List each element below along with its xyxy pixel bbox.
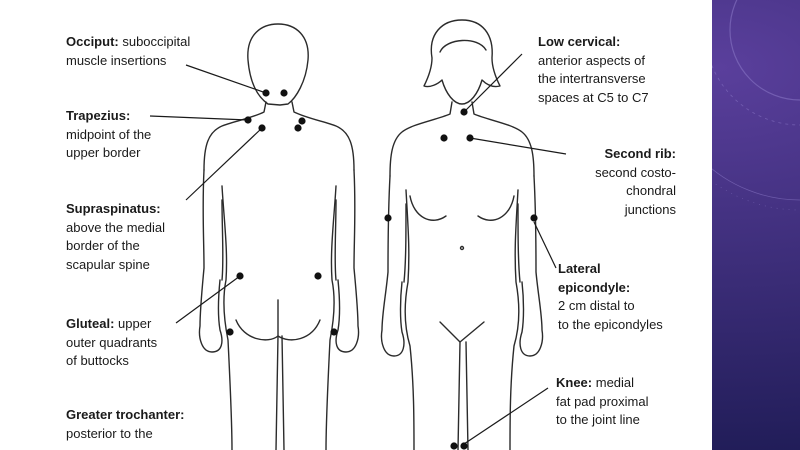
label-occiput-term: Occiput: xyxy=(66,34,119,49)
label-second-rib: Second rib: second costo- chondral junct… xyxy=(566,145,676,219)
tender-point-marker xyxy=(280,89,288,97)
label-low-cervical: Low cervical: anterior aspects of the in… xyxy=(538,33,649,107)
occiput-leader xyxy=(185,64,267,94)
front-view-body-outline xyxy=(380,19,544,450)
label-knee-term: Knee: xyxy=(556,375,593,390)
tender-point-marker xyxy=(440,134,448,142)
tender-point-marker xyxy=(262,89,270,97)
tender-points-figure xyxy=(149,19,567,450)
tender-point-marker xyxy=(298,117,306,125)
knee-leader xyxy=(463,387,549,445)
label-gluteal: Gluteal: upper outer quadrants of buttoc… xyxy=(66,315,157,371)
label-supraspinatus-term: Supraspinatus: xyxy=(66,201,161,216)
label-knee-desc: medial fat pad proximal to the joint lin… xyxy=(556,375,649,427)
tender-point-marker xyxy=(294,124,302,132)
label-trochanter-desc: posterior to the xyxy=(66,425,153,441)
label-lateral-epicondyle-desc: 2 cm distal to to the epicondyles xyxy=(558,298,663,332)
label-knee: Knee: medial fat pad proximal to the joi… xyxy=(556,374,649,430)
tender-point-marker xyxy=(226,328,234,336)
tender-point-dots xyxy=(226,89,538,450)
tender-point-marker xyxy=(258,124,266,132)
lateral-epicondyle-leader xyxy=(533,221,557,269)
label-lateral-epicondyle: Lateral epicondyle: 2 cm distal to to th… xyxy=(558,260,663,334)
label-occiput: Occiput: suboccipital muscle insertions xyxy=(66,33,190,70)
second-rib-leader xyxy=(469,137,567,155)
back-view-body-outline xyxy=(198,23,360,450)
label-greater-trochanter: Greater trochanter: posterior to the xyxy=(66,406,184,443)
tender-point-marker xyxy=(384,214,392,222)
tender-point-marker xyxy=(330,328,338,336)
label-low-cervical-term: Low cervical: xyxy=(538,34,621,49)
tender-point-marker xyxy=(244,116,252,124)
tender-point-marker xyxy=(460,442,468,450)
trapezius-leader xyxy=(149,115,249,121)
label-lateral-epicondyle-term: Lateral epicondyle: xyxy=(558,261,631,295)
label-gluteal-desc: upper outer quadrants of buttocks xyxy=(66,316,158,368)
diagram-sheet: Occiput: suboccipital muscle insertions … xyxy=(0,0,712,450)
label-trochanter-term: Greater trochanter: xyxy=(66,407,185,422)
leader-lines xyxy=(149,53,567,445)
label-trapezius-desc: midpoint of the upper border xyxy=(66,126,152,161)
tender-point-marker xyxy=(450,442,458,450)
gluteal-leader xyxy=(175,275,241,324)
label-low-cervical-desc: anterior aspects of the intertransverse … xyxy=(538,52,649,105)
label-second-rib-term: Second rib: xyxy=(604,146,676,161)
label-supraspinatus: Supraspinatus: above the medial border o… xyxy=(66,200,165,274)
tender-point-marker xyxy=(236,272,244,280)
label-supraspinatus-desc: above the medial border of the scapular … xyxy=(66,219,166,272)
tender-point-marker xyxy=(530,214,538,222)
low-cervical-leader xyxy=(463,53,523,113)
label-trapezius: Trapezius: midpoint of the upper border xyxy=(66,107,151,163)
label-trapezius-term: Trapezius: xyxy=(66,108,131,123)
label-second-rib-desc: second costo- chondral junctions xyxy=(595,164,676,217)
label-occiput-desc: suboccipital muscle insertions xyxy=(66,34,191,68)
tender-point-marker xyxy=(460,108,468,116)
tender-point-marker xyxy=(314,272,322,280)
supraspinatus-leader xyxy=(185,127,263,201)
label-gluteal-term: Gluteal: xyxy=(66,316,115,331)
tender-point-marker xyxy=(466,134,474,142)
